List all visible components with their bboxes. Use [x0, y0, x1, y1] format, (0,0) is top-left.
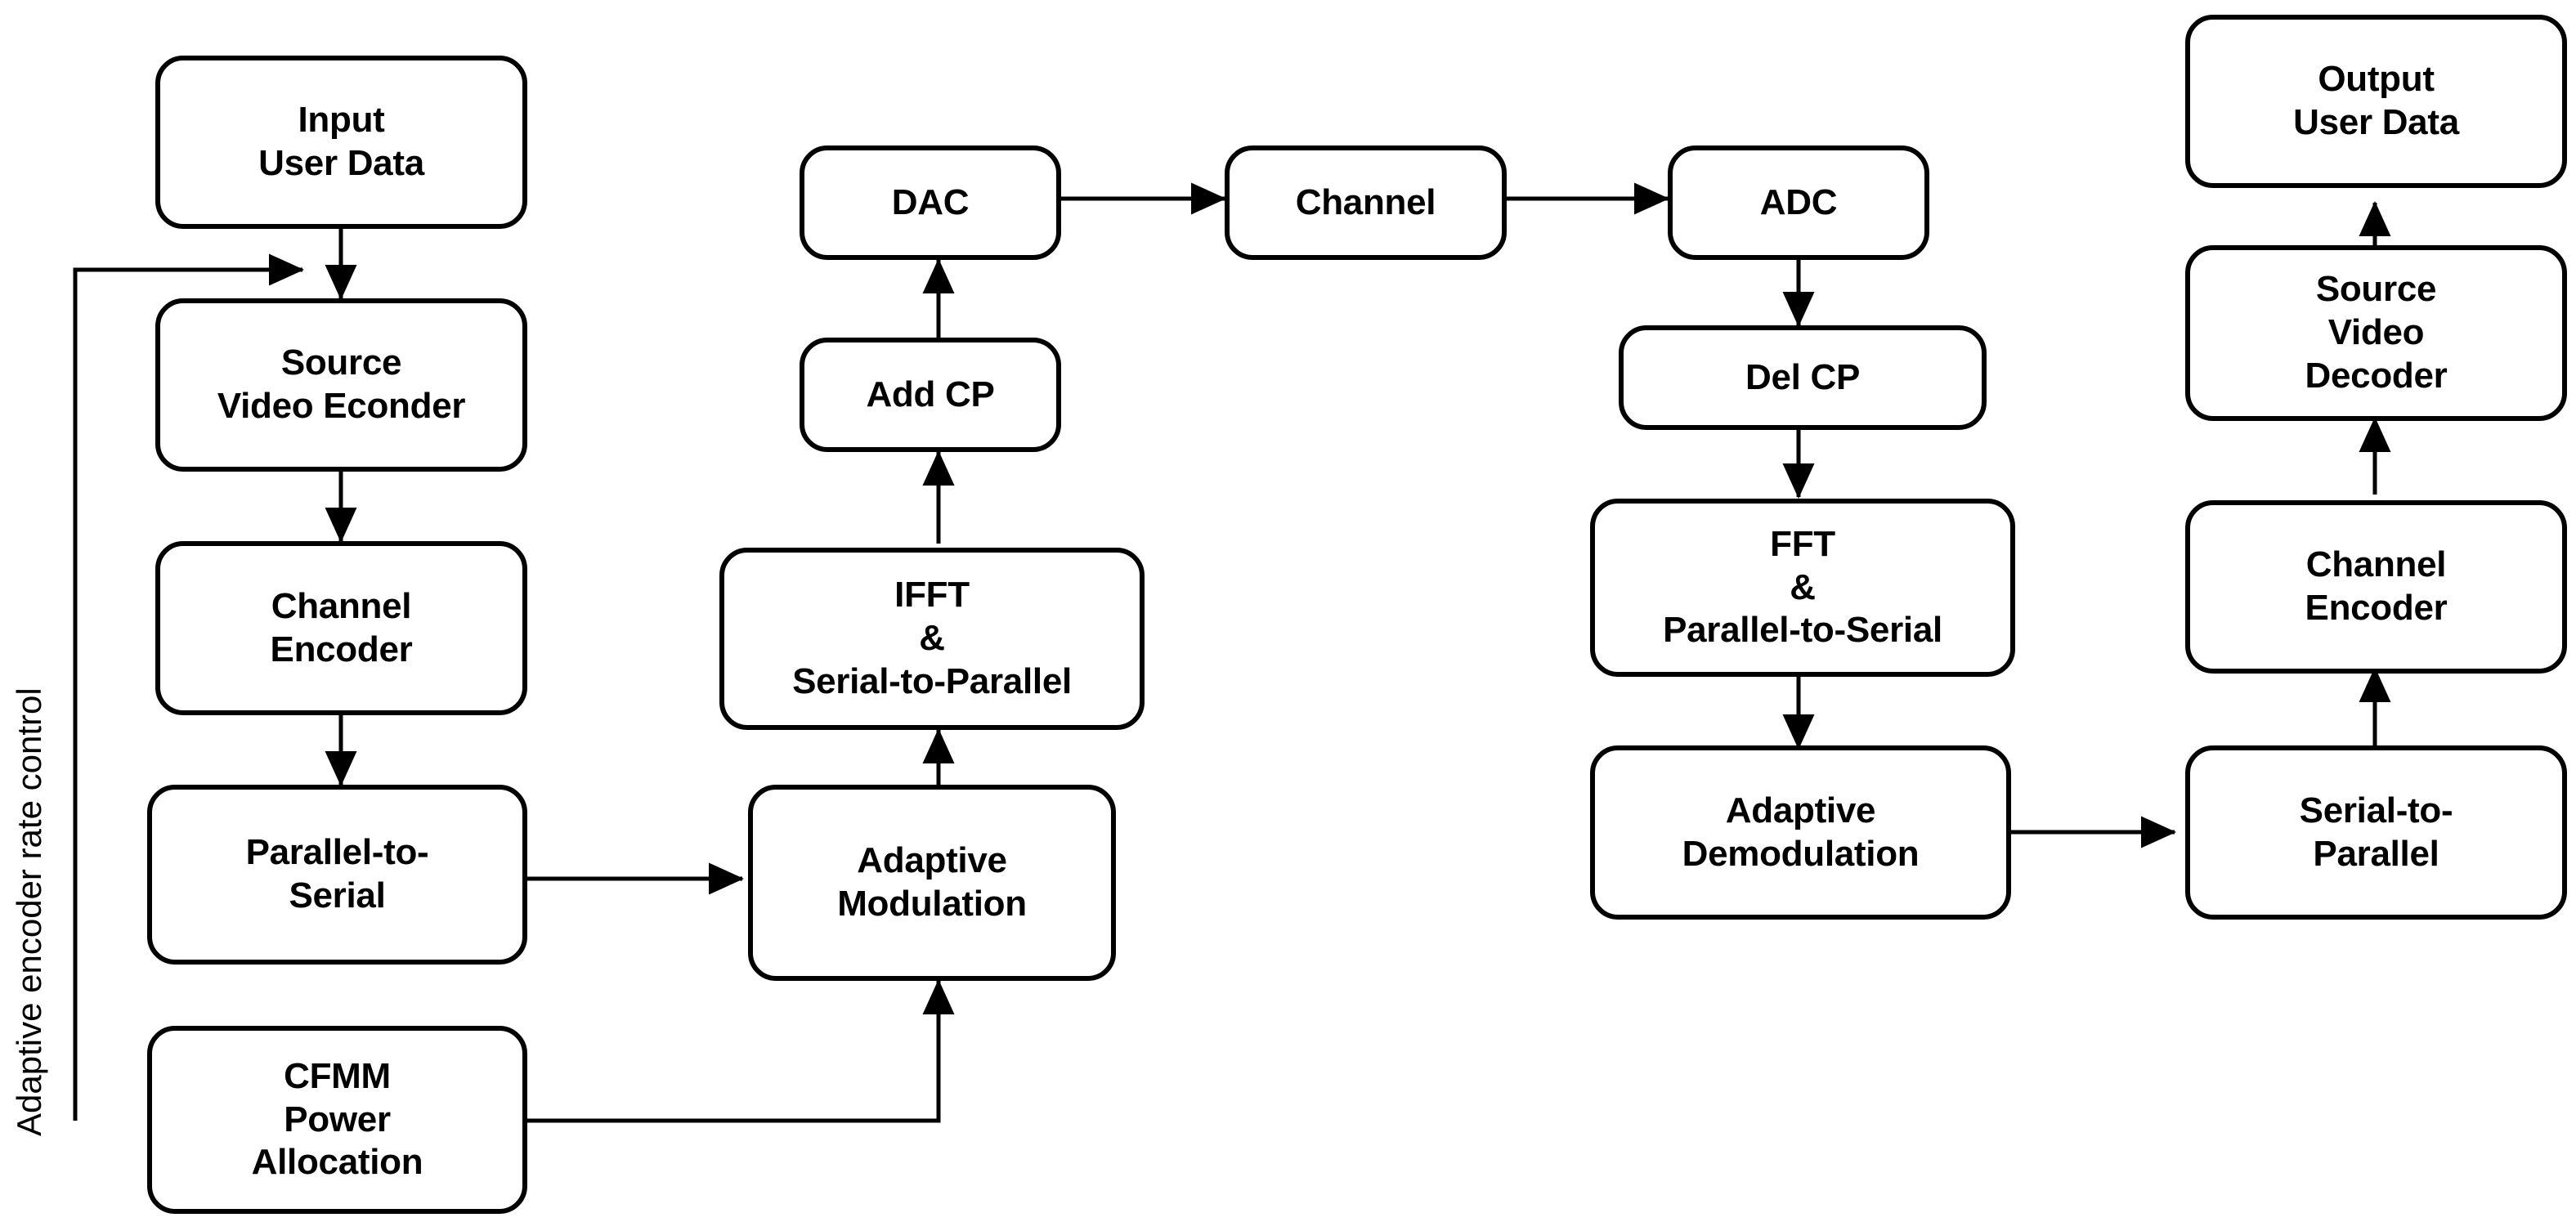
edge-cfmm-to-adaptive-mod [527, 978, 955, 1123]
node-adc[interactable]: ADC [1668, 145, 1929, 260]
node-label: Del CP [1745, 356, 1861, 397]
node-cfmm-power-allocation[interactable]: CFMM Power Allocation [147, 1026, 527, 1214]
node-label: Output User Data [2293, 59, 2459, 142]
node-source-video-encoder[interactable]: Source Video Econder [155, 298, 527, 472]
node-label: Source Video Econder [217, 342, 466, 426]
node-label: Parallel-to- Serial [245, 832, 429, 915]
node-channel-encoder-tx[interactable]: Channel Encoder [155, 541, 527, 715]
node-serial-to-parallel-rx[interactable]: Serial-to- Parallel [2185, 745, 2567, 920]
node-output-user-data[interactable]: Output User Data [2185, 15, 2567, 188]
node-channel-encoder-rx[interactable]: Channel Encoder [2185, 500, 2567, 674]
node-label: Adaptive Modulation [837, 840, 1027, 924]
node-label: DAC [891, 181, 970, 222]
node-fft-parallel-to-serial[interactable]: FFT & Parallel-to-Serial [1590, 499, 2015, 677]
node-label: Add CP [866, 374, 995, 414]
node-del-cp[interactable]: Del CP [1619, 325, 1987, 430]
node-label: Adaptive Demodulation [1682, 790, 1920, 874]
node-source-video-decoder[interactable]: Source Video Decoder [2185, 245, 2567, 421]
feedback-loop-label: Adaptive encoder rate control [10, 687, 48, 1136]
node-label: Input User Data [258, 100, 424, 183]
node-input-user-data[interactable]: Input User Data [155, 56, 527, 229]
node-label: IFFT & Serial-to-Parallel [792, 575, 1072, 701]
node-ifft-serial-to-parallel[interactable]: IFFT & Serial-to-Parallel [719, 548, 1145, 730]
node-adaptive-demodulation[interactable]: Adaptive Demodulation [1590, 745, 2011, 920]
node-add-cp[interactable]: Add CP [800, 338, 1061, 452]
node-adaptive-modulation[interactable]: Adaptive Modulation [748, 785, 1116, 981]
node-label: Source Video Decoder [2305, 269, 2448, 396]
node-label: FFT & Parallel-to-Serial [1663, 523, 1942, 651]
node-label: CFMM Power Allocation [251, 1055, 423, 1183]
node-dac[interactable]: DAC [800, 145, 1061, 260]
node-parallel-to-serial-tx[interactable]: Parallel-to- Serial [147, 785, 527, 965]
node-label: ADC [1759, 181, 1838, 222]
node-channel[interactable]: Channel [1225, 145, 1507, 260]
node-label: Channel Encoder [2305, 544, 2448, 628]
node-label: Channel Encoder [270, 585, 413, 669]
node-label: Channel [1295, 181, 1436, 222]
node-label: Serial-to- Parallel [2299, 790, 2453, 874]
